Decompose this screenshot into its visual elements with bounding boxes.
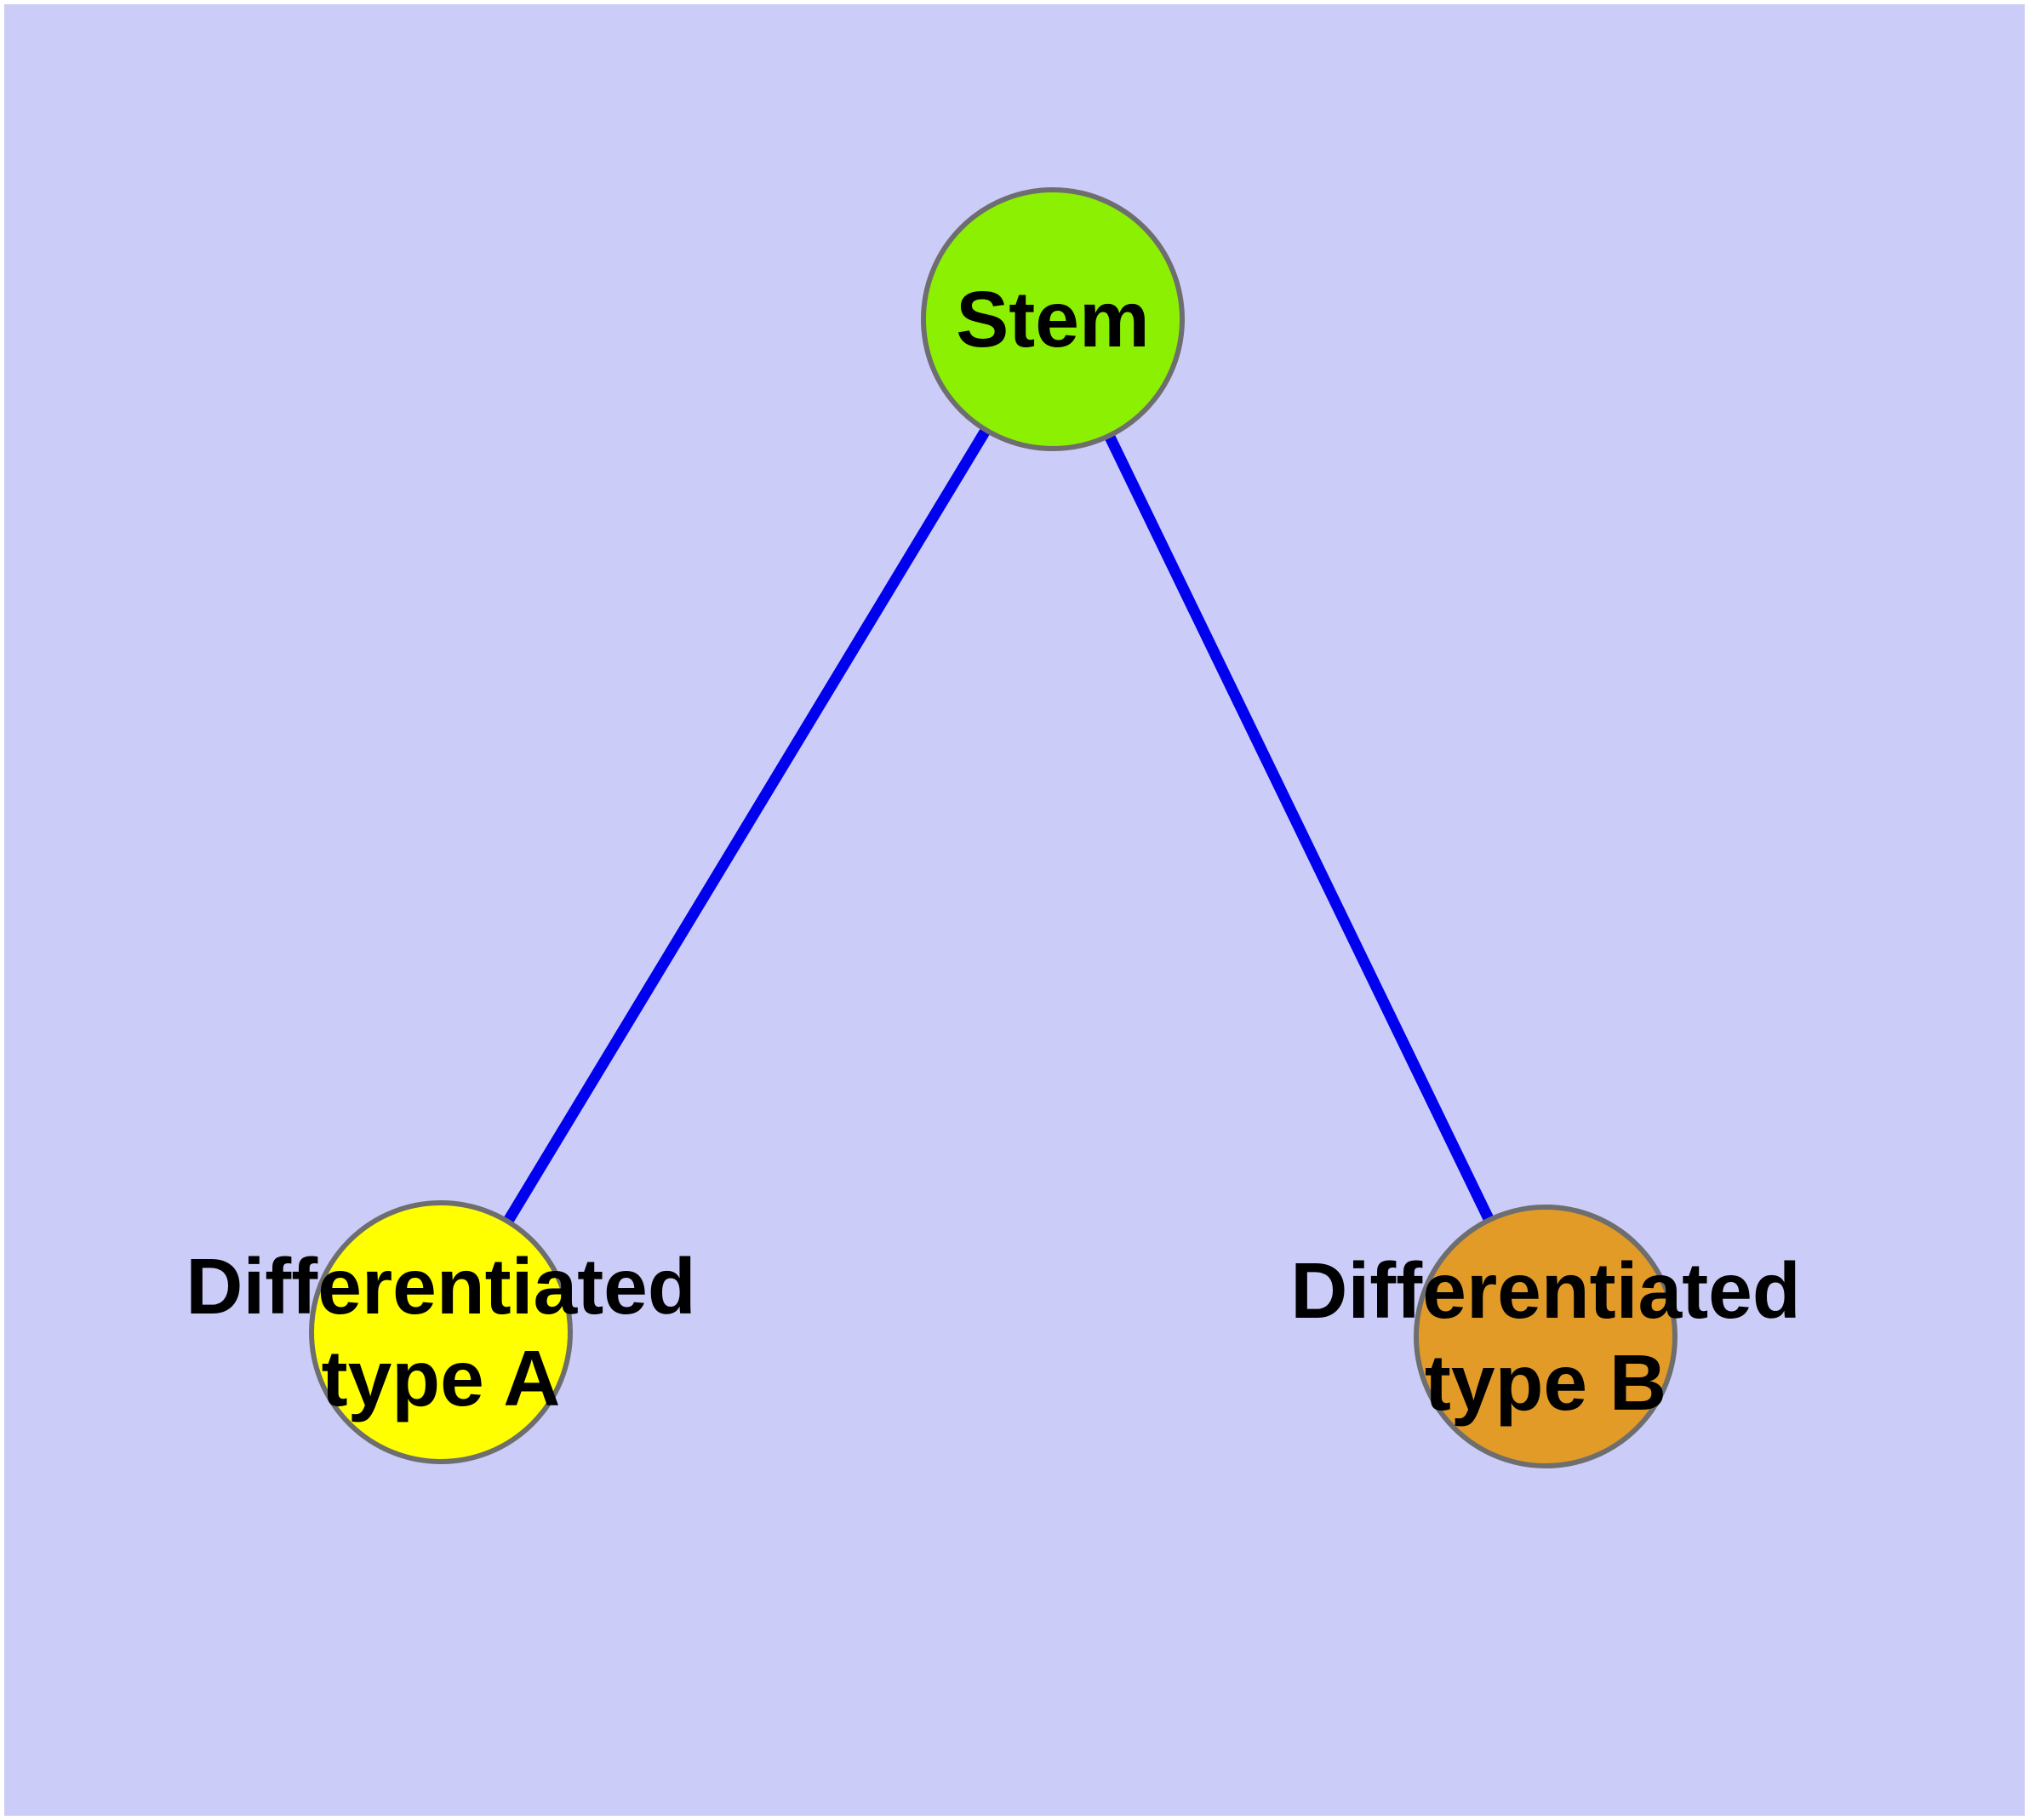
graph-node-label-stem: Stem <box>956 275 1149 363</box>
edges-layer <box>436 316 1551 1339</box>
graph-node-stem[interactable] <box>921 187 1185 451</box>
graph-node-diff_a[interactable] <box>309 1200 573 1464</box>
nodes-layer <box>309 187 1677 1468</box>
label-line: Differentiated <box>1290 1246 1800 1335</box>
label-line: Differentiated <box>186 1242 695 1331</box>
label-line: type A <box>322 1334 561 1422</box>
label-line: type B <box>1425 1338 1666 1427</box>
graph-node-diff_b[interactable] <box>1414 1205 1677 1468</box>
graph-edge[interactable] <box>1048 317 1551 1339</box>
label-line: Stem <box>956 275 1149 363</box>
graph-edge[interactable] <box>436 316 1058 1336</box>
